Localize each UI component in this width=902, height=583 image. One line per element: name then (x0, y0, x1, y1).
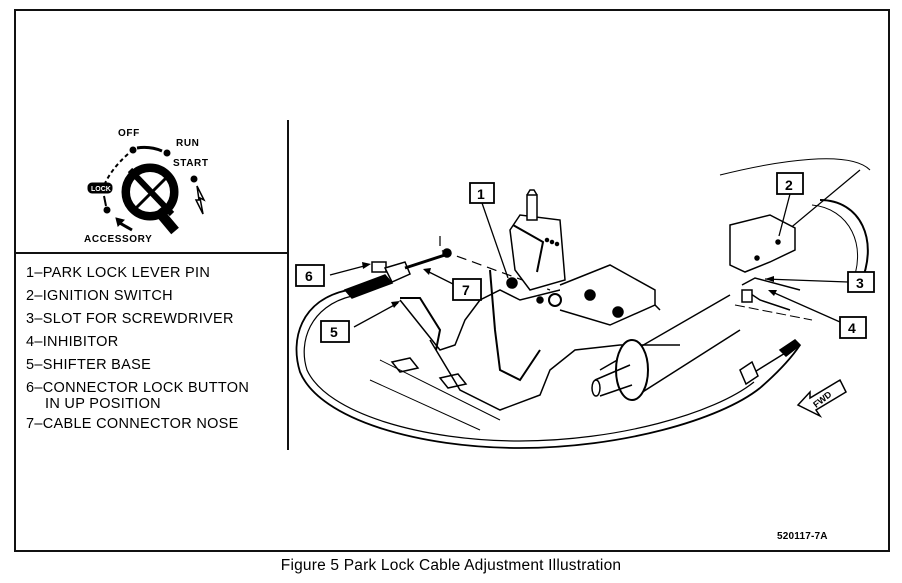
park-lock-cable (295, 289, 801, 449)
column-collar (819, 199, 869, 286)
figure-reference-number: 520117-7A (777, 531, 828, 542)
steering-shaft-flange (615, 339, 649, 401)
svg-text:1: 1 (477, 186, 485, 202)
figure-frame (14, 9, 890, 552)
svg-text:6: 6 (305, 268, 313, 284)
svg-text:5: 5 (330, 324, 338, 340)
legend-item-text: 7–CABLE CONNECTOR NOSE (26, 416, 239, 432)
callout-5: 5 (320, 301, 400, 343)
svg-text:7: 7 (462, 282, 470, 298)
callout-3: 3 (764, 271, 875, 293)
legend-item-text: 6–CONNECTOR LOCK BUTTON (26, 380, 250, 396)
lock-badge (87, 182, 113, 194)
ignition-switch-body (729, 214, 796, 273)
legend-item-2: 2–IGNITION SWITCH (26, 285, 249, 308)
park-lock-mechanism: FWD (295, 158, 871, 449)
switch-label-accessory: ACCESSORY (84, 234, 152, 245)
vertical-divider (287, 120, 289, 450)
connector-lock-button (371, 261, 387, 273)
legend-item-7: 7–CABLE CONNECTOR NOSE (26, 413, 249, 436)
legend-list: 1–PARK LOCK LEVER PIN 2–IGNITION SWITCH … (26, 262, 249, 436)
legend-item-text: 3–SLOT FOR SCREWDRIVER (26, 311, 234, 327)
detent-off (129, 146, 137, 154)
lock-badge-label: LOCK (91, 186, 111, 193)
callout-4: 4 (768, 290, 867, 339)
detent-start (190, 175, 198, 183)
park-lock-lever-pin (506, 277, 518, 289)
legend-item-text-continued: IN UP POSITION (45, 396, 161, 412)
figure-caption: Figure 5 Park Lock Cable Adjustment Illu… (280, 557, 622, 574)
key-head (153, 207, 179, 235)
ignition-switch-diagram: OFF RUN START ACCESSORY LOCK (84, 128, 209, 245)
callout-6: 6 (295, 262, 371, 287)
cable-end-fitting (739, 360, 759, 386)
horizontal-divider (16, 252, 287, 254)
cable-connector-nose (404, 253, 446, 270)
legend-item-1: 1–PARK LOCK LEVER PIN (26, 262, 249, 285)
legend-item-4: 4–INHIBITOR (26, 331, 249, 354)
callout-1: 1 (469, 182, 509, 279)
svg-text:4: 4 (848, 320, 856, 336)
switch-label-run: RUN (176, 138, 199, 149)
callout-7: 7 (423, 268, 482, 301)
fwd-arrow-icon: FWD (796, 378, 847, 418)
detent-run (163, 149, 171, 157)
svg-text:2: 2 (785, 177, 793, 193)
legend-item-5: 5–SHIFTER BASE (26, 354, 249, 377)
cable-connector (343, 274, 394, 299)
legend-item-text: 5–SHIFTER BASE (26, 357, 152, 373)
legend-item-text: 2–IGNITION SWITCH (26, 288, 173, 304)
switch-label-start: START (173, 158, 209, 169)
detent-accessory (103, 206, 111, 214)
shift-lever-stub (526, 194, 538, 221)
callout-2: 2 (776, 172, 804, 237)
switch-label-off: OFF (118, 128, 140, 139)
svg-text:3: 3 (856, 275, 864, 291)
shifter-base (400, 297, 442, 351)
legend-item-3: 3–SLOT FOR SCREWDRIVER (26, 308, 249, 331)
legend-item-text: 1–PARK LOCK LEVER PIN (26, 265, 211, 281)
legend-item-text: 4–INHIBITOR (26, 334, 119, 350)
start-arrow-icon (194, 185, 206, 215)
